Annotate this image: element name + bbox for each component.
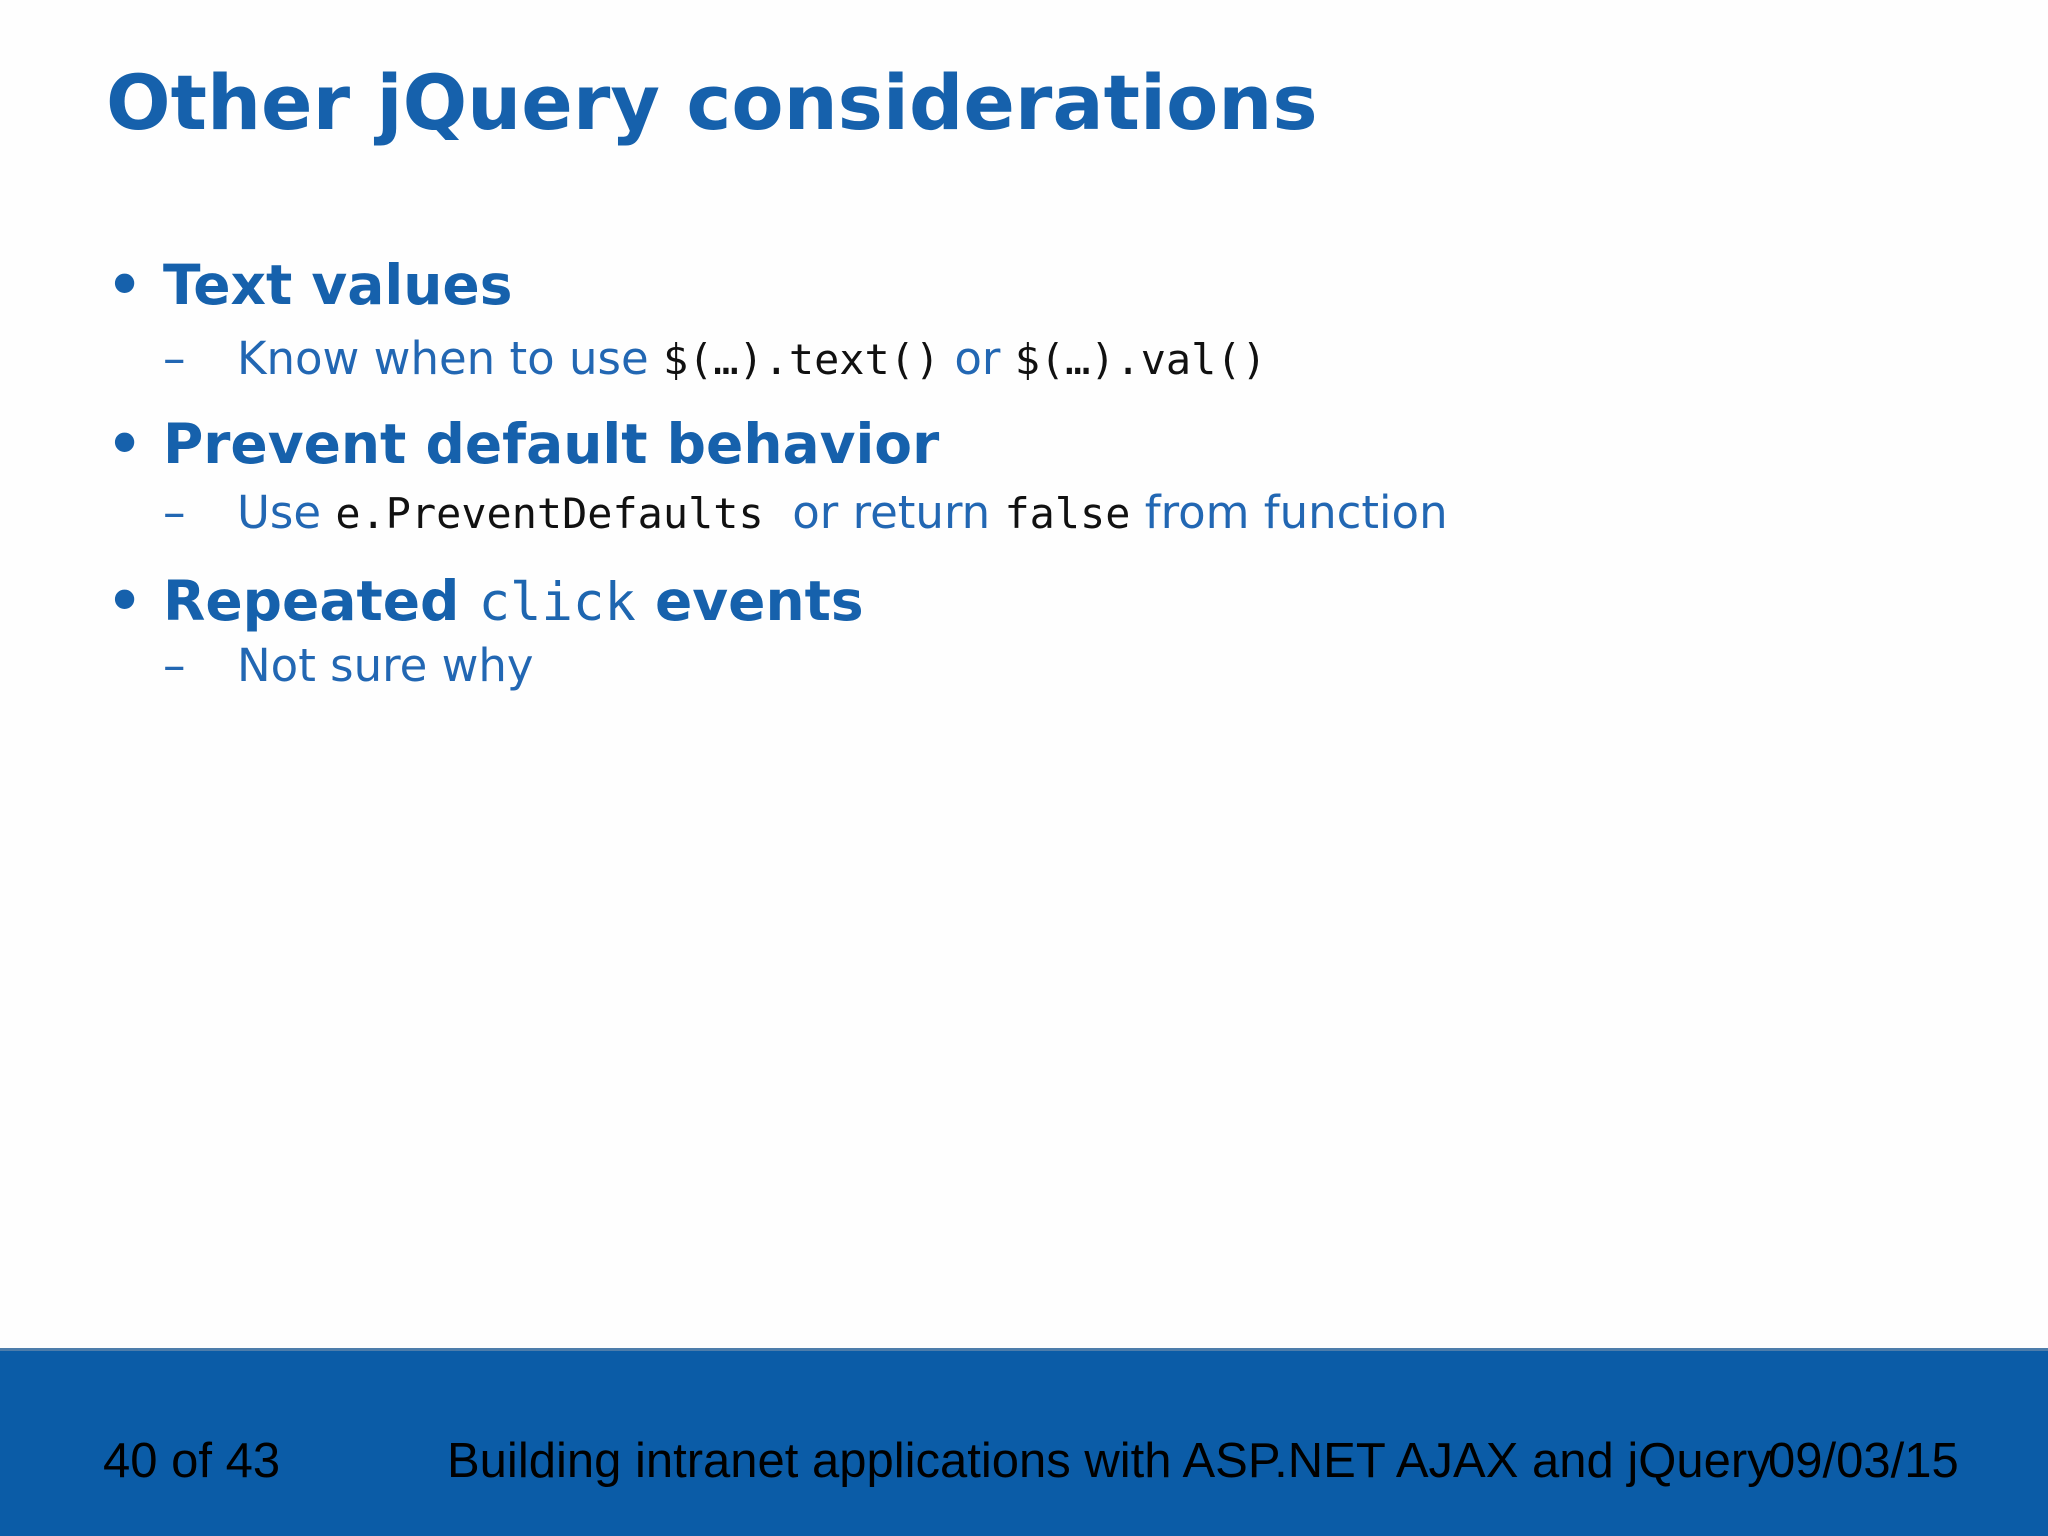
dash-icon: – bbox=[163, 332, 186, 385]
footer-bar bbox=[0, 1348, 2048, 1536]
bullet-dot-icon: • bbox=[107, 253, 143, 317]
bullet-item-text-values: • Text values bbox=[0, 250, 2048, 322]
bullet-dot-icon: • bbox=[107, 412, 143, 476]
footer-date: 09/03/15 bbox=[1768, 1434, 1959, 1488]
sub-bullet-text: or return bbox=[763, 486, 1005, 539]
bullet-label: Prevent default behavior bbox=[163, 412, 940, 476]
bullet-label: Repeated bbox=[163, 569, 479, 633]
sub-bullet-text-values: – Know when to use $(…).text() or $(…).v… bbox=[0, 330, 2048, 389]
code-span-val-method: $(…).val() bbox=[1014, 335, 1267, 384]
page-indicator: 40 of 43 bbox=[103, 1434, 281, 1488]
bullet-item-repeated-click: • Repeated click events bbox=[0, 566, 2048, 638]
code-span-preventdefaults: e.PreventDefaults bbox=[335, 489, 764, 538]
sub-bullet-prevent-default: – Use e.PreventDefaults or return false … bbox=[0, 484, 2048, 543]
footer-deck-title: Building intranet applications with ASP.… bbox=[447, 1434, 1772, 1488]
sub-bullet-text: Use bbox=[237, 486, 336, 539]
bullet-item-prevent-default: • Prevent default behavior bbox=[0, 409, 2048, 481]
sub-bullet-text: Not sure why bbox=[237, 639, 534, 692]
bullet-dot-icon: • bbox=[107, 569, 143, 633]
code-span-text-method: $(…).text() bbox=[662, 335, 941, 384]
sub-bullet-not-sure-why: – Not sure why bbox=[0, 637, 2048, 696]
dash-icon: – bbox=[163, 486, 186, 539]
sub-bullet-text: or bbox=[940, 332, 1015, 385]
bullet-label: events bbox=[635, 569, 864, 633]
slide-title: Other jQuery considerations bbox=[106, 58, 1318, 147]
code-span-click: click bbox=[478, 573, 636, 633]
sub-bullet-text: from function bbox=[1130, 486, 1448, 539]
bullet-label: Text values bbox=[163, 253, 513, 317]
code-span-false: false bbox=[1004, 489, 1131, 538]
sub-bullet-text: Know when to use bbox=[237, 332, 663, 385]
dash-icon: – bbox=[163, 639, 186, 692]
